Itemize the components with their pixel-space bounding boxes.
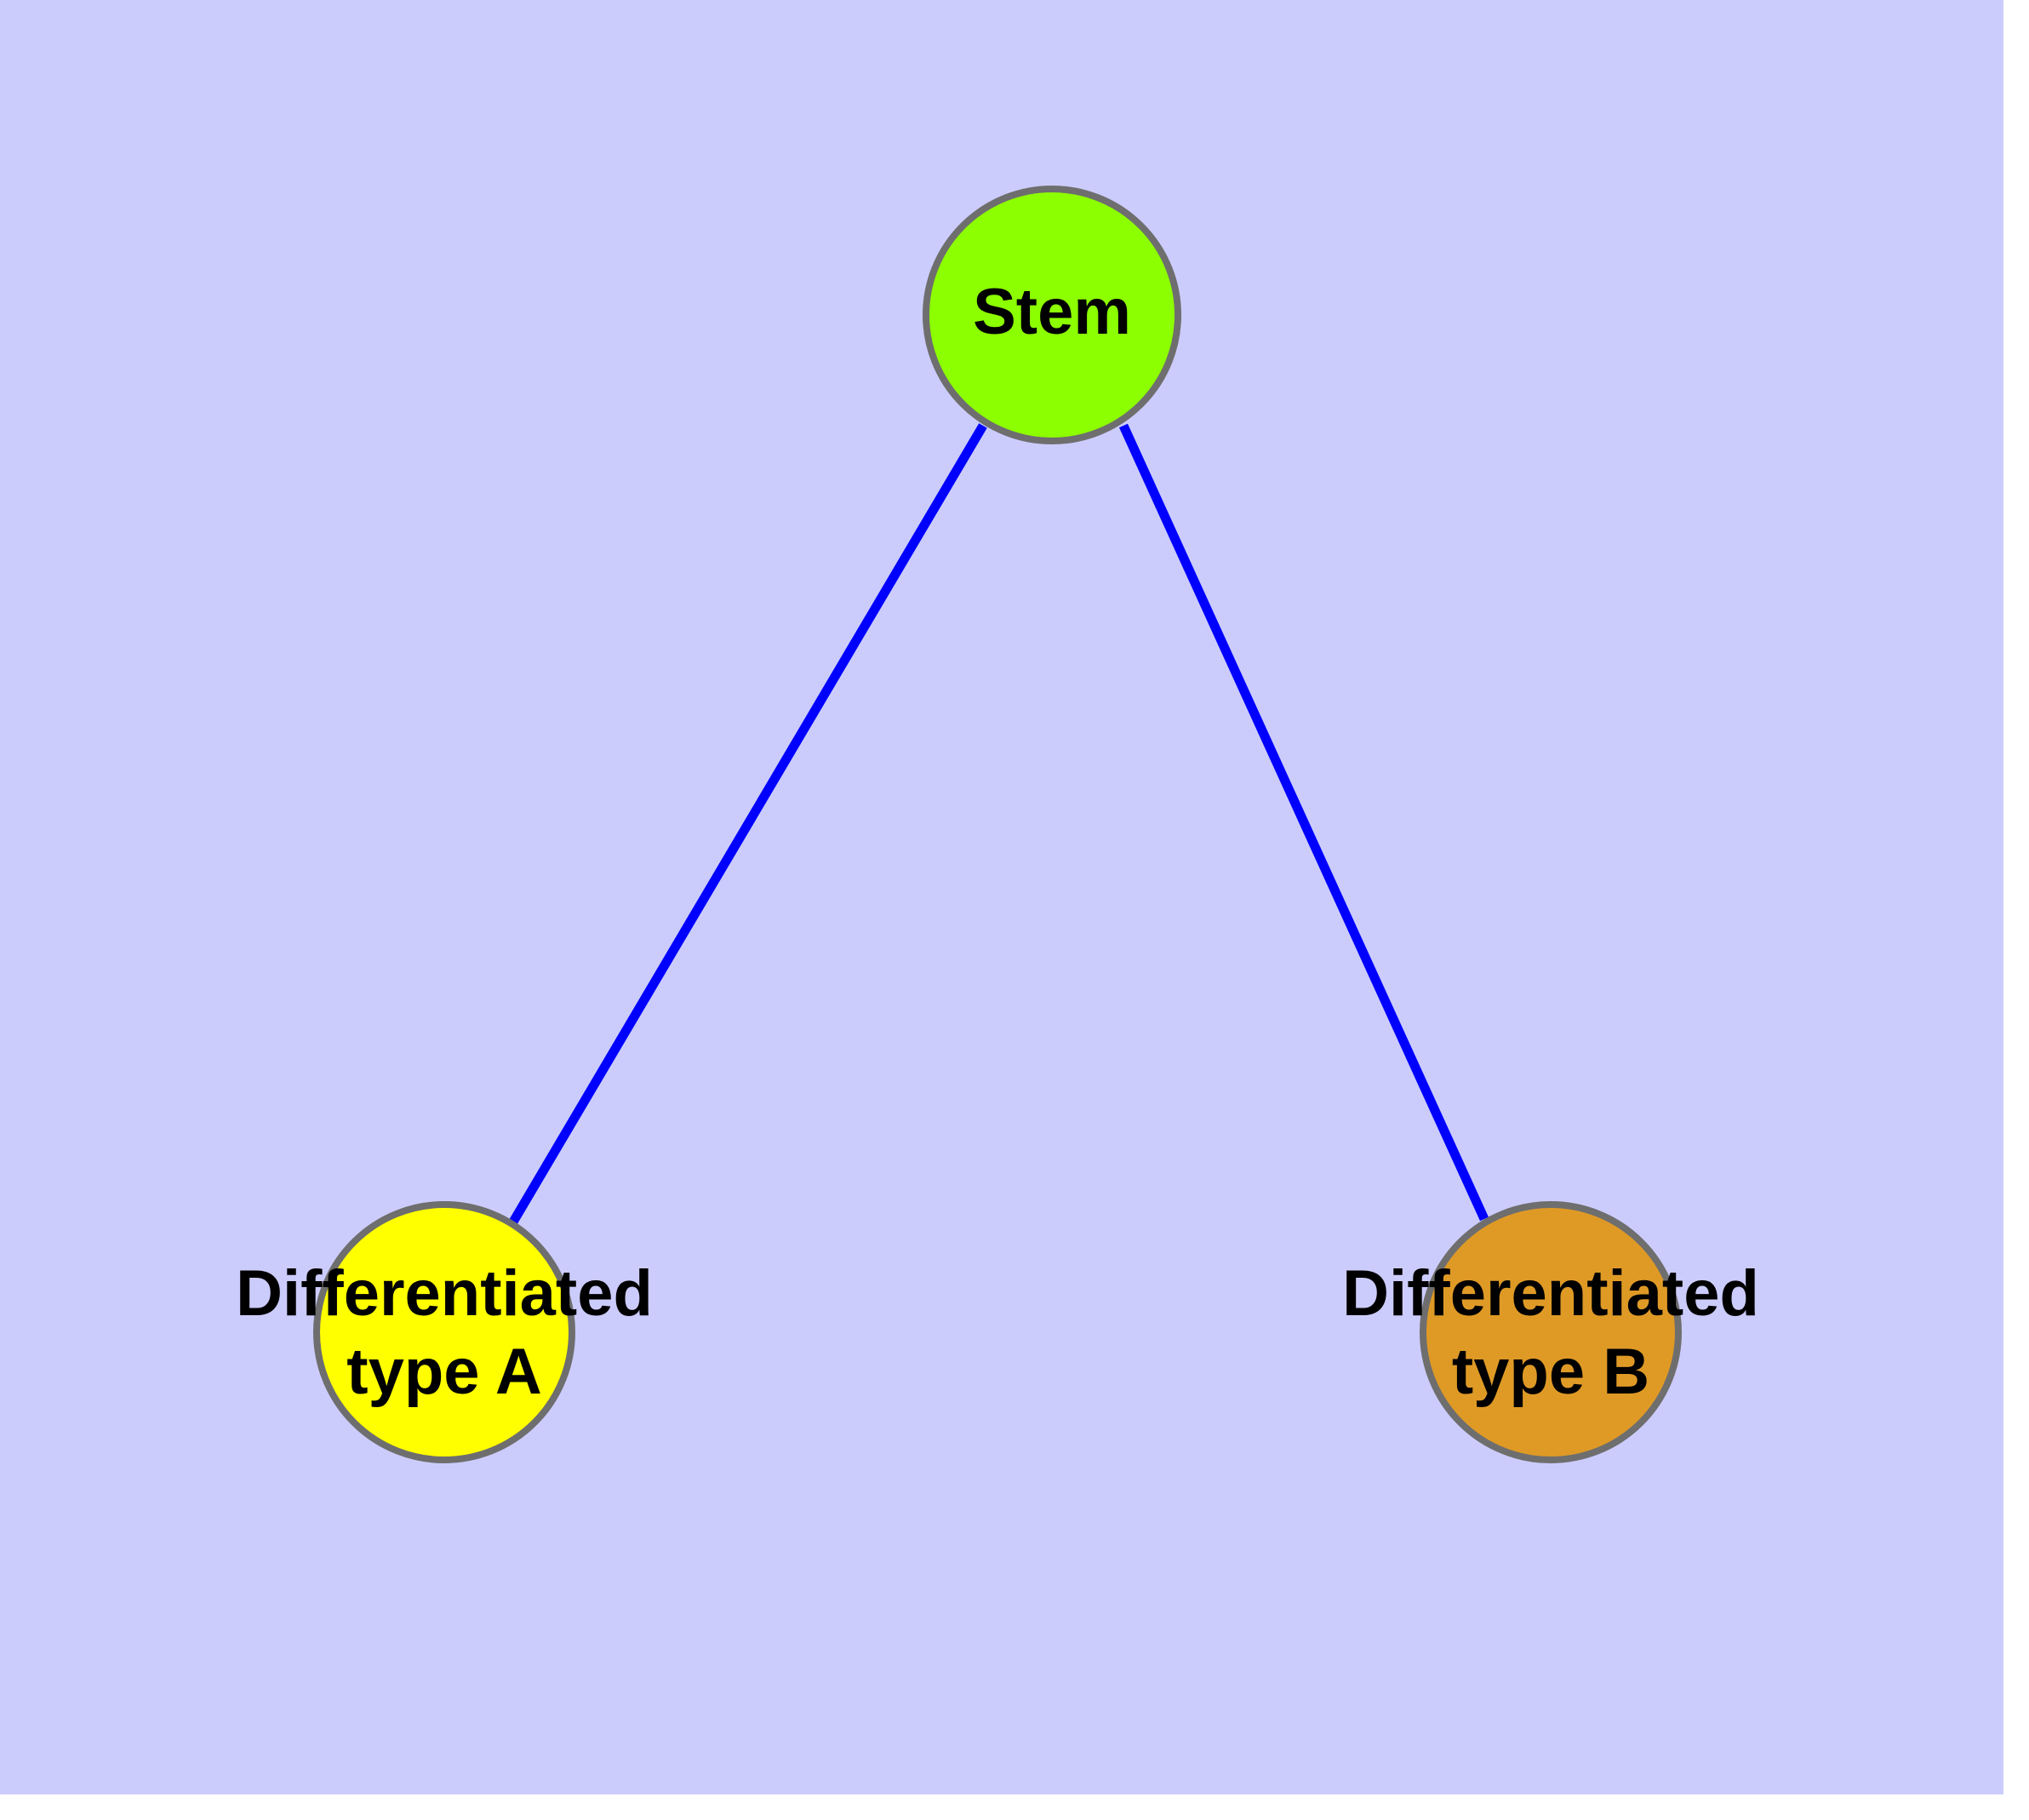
- node-stem[interactable]: [923, 186, 1181, 444]
- edge-stem-to-diff-a[interactable]: [508, 423, 987, 1226]
- node-layer: [313, 186, 1682, 1463]
- node-diff-b[interactable]: [1420, 1201, 1682, 1463]
- edge-layer: [508, 423, 1489, 1226]
- edge-stem-to-diff-b[interactable]: [1118, 423, 1489, 1222]
- node-diff-a-circle[interactable]: [313, 1201, 575, 1463]
- node-diff-b-circle[interactable]: [1420, 1201, 1682, 1463]
- node-stem-label: Stem: [973, 276, 1131, 348]
- node-diff-a[interactable]: [313, 1201, 575, 1463]
- node-stem-circle[interactable]: [923, 186, 1181, 444]
